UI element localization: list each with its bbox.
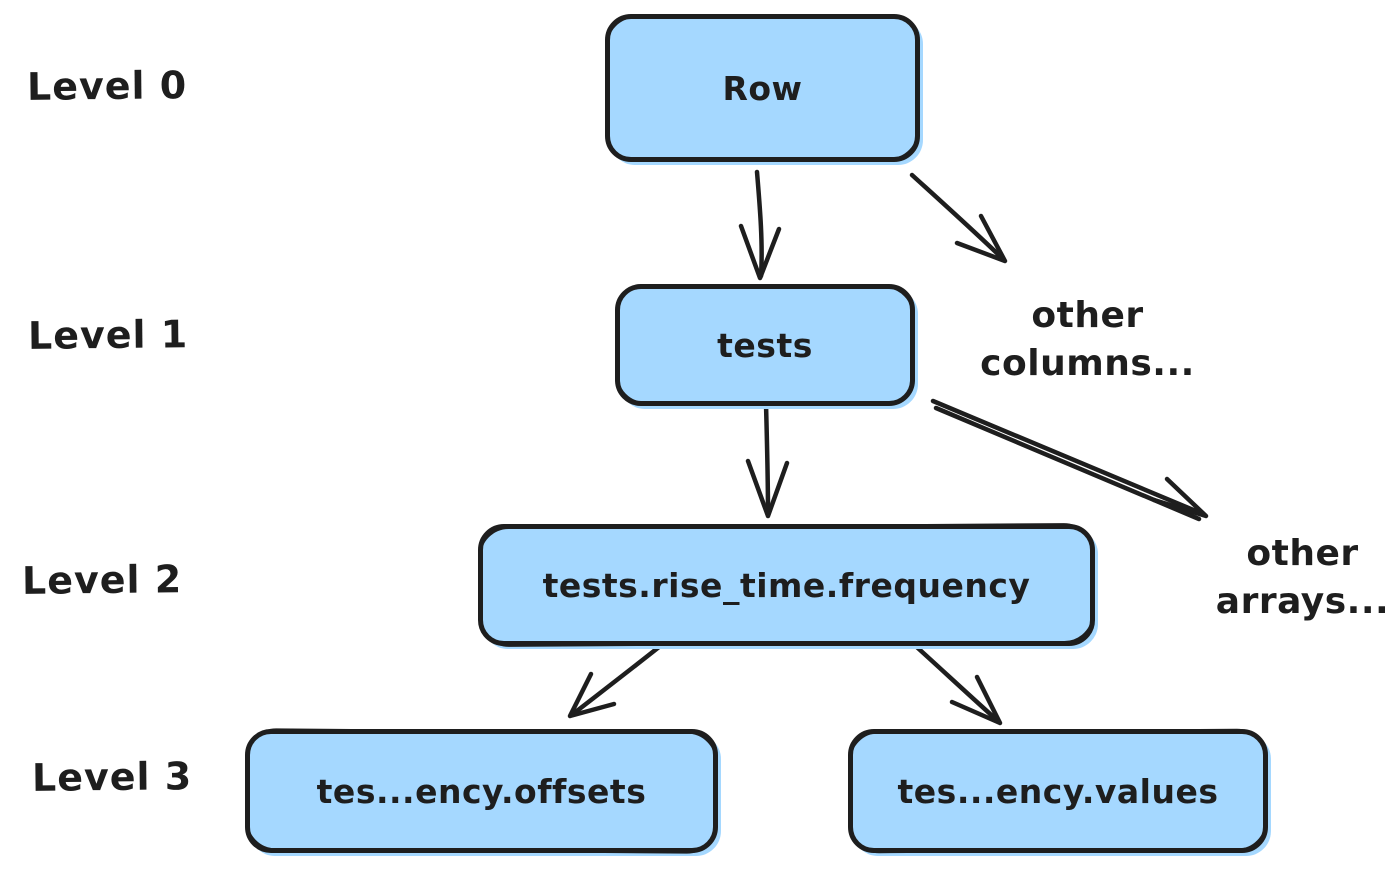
level-label-3: Level 3 [31, 754, 193, 800]
node-row-label: Row [722, 68, 803, 108]
level-label-2: Level 2 [21, 557, 183, 603]
node-tests-label: tests [717, 325, 813, 365]
annotation-other-arrays-line1: other [1246, 533, 1359, 574]
annotation-other-columns-line2: columns... [980, 342, 1195, 384]
arrow-row-to-other-columns [909, 172, 1008, 264]
arrow-tests-to-frequency [745, 401, 790, 519]
annotation-other-columns-line1: other [1031, 295, 1144, 336]
node-values-label: tes...ency.values [897, 771, 1219, 811]
node-frequency: tests.rise_time.frequency [478, 524, 1095, 646]
arrow-frequency-to-values [906, 637, 1003, 726]
arrow-row-to-tests [738, 169, 782, 281]
arrow-frequency-to-offsets [567, 644, 662, 719]
level-label-1: Level 1 [27, 312, 189, 358]
node-offsets: tes...ency.offsets [245, 729, 718, 853]
node-row: Row [605, 14, 920, 162]
node-values: tes...ency.values [848, 729, 1268, 853]
arrow-tests-to-other-arrays [930, 398, 1209, 522]
annotation-other-columns: other columns... [975, 292, 1200, 387]
annotation-other-arrays-line2: arrays... [1215, 580, 1390, 622]
node-offsets-label: tes...ency.offsets [316, 771, 647, 811]
node-frequency-label: tests.rise_time.frequency [542, 565, 1031, 605]
node-tests: tests [615, 284, 915, 406]
annotation-other-arrays: other arrays... [1190, 530, 1397, 625]
level-label-0: Level 0 [26, 63, 188, 109]
